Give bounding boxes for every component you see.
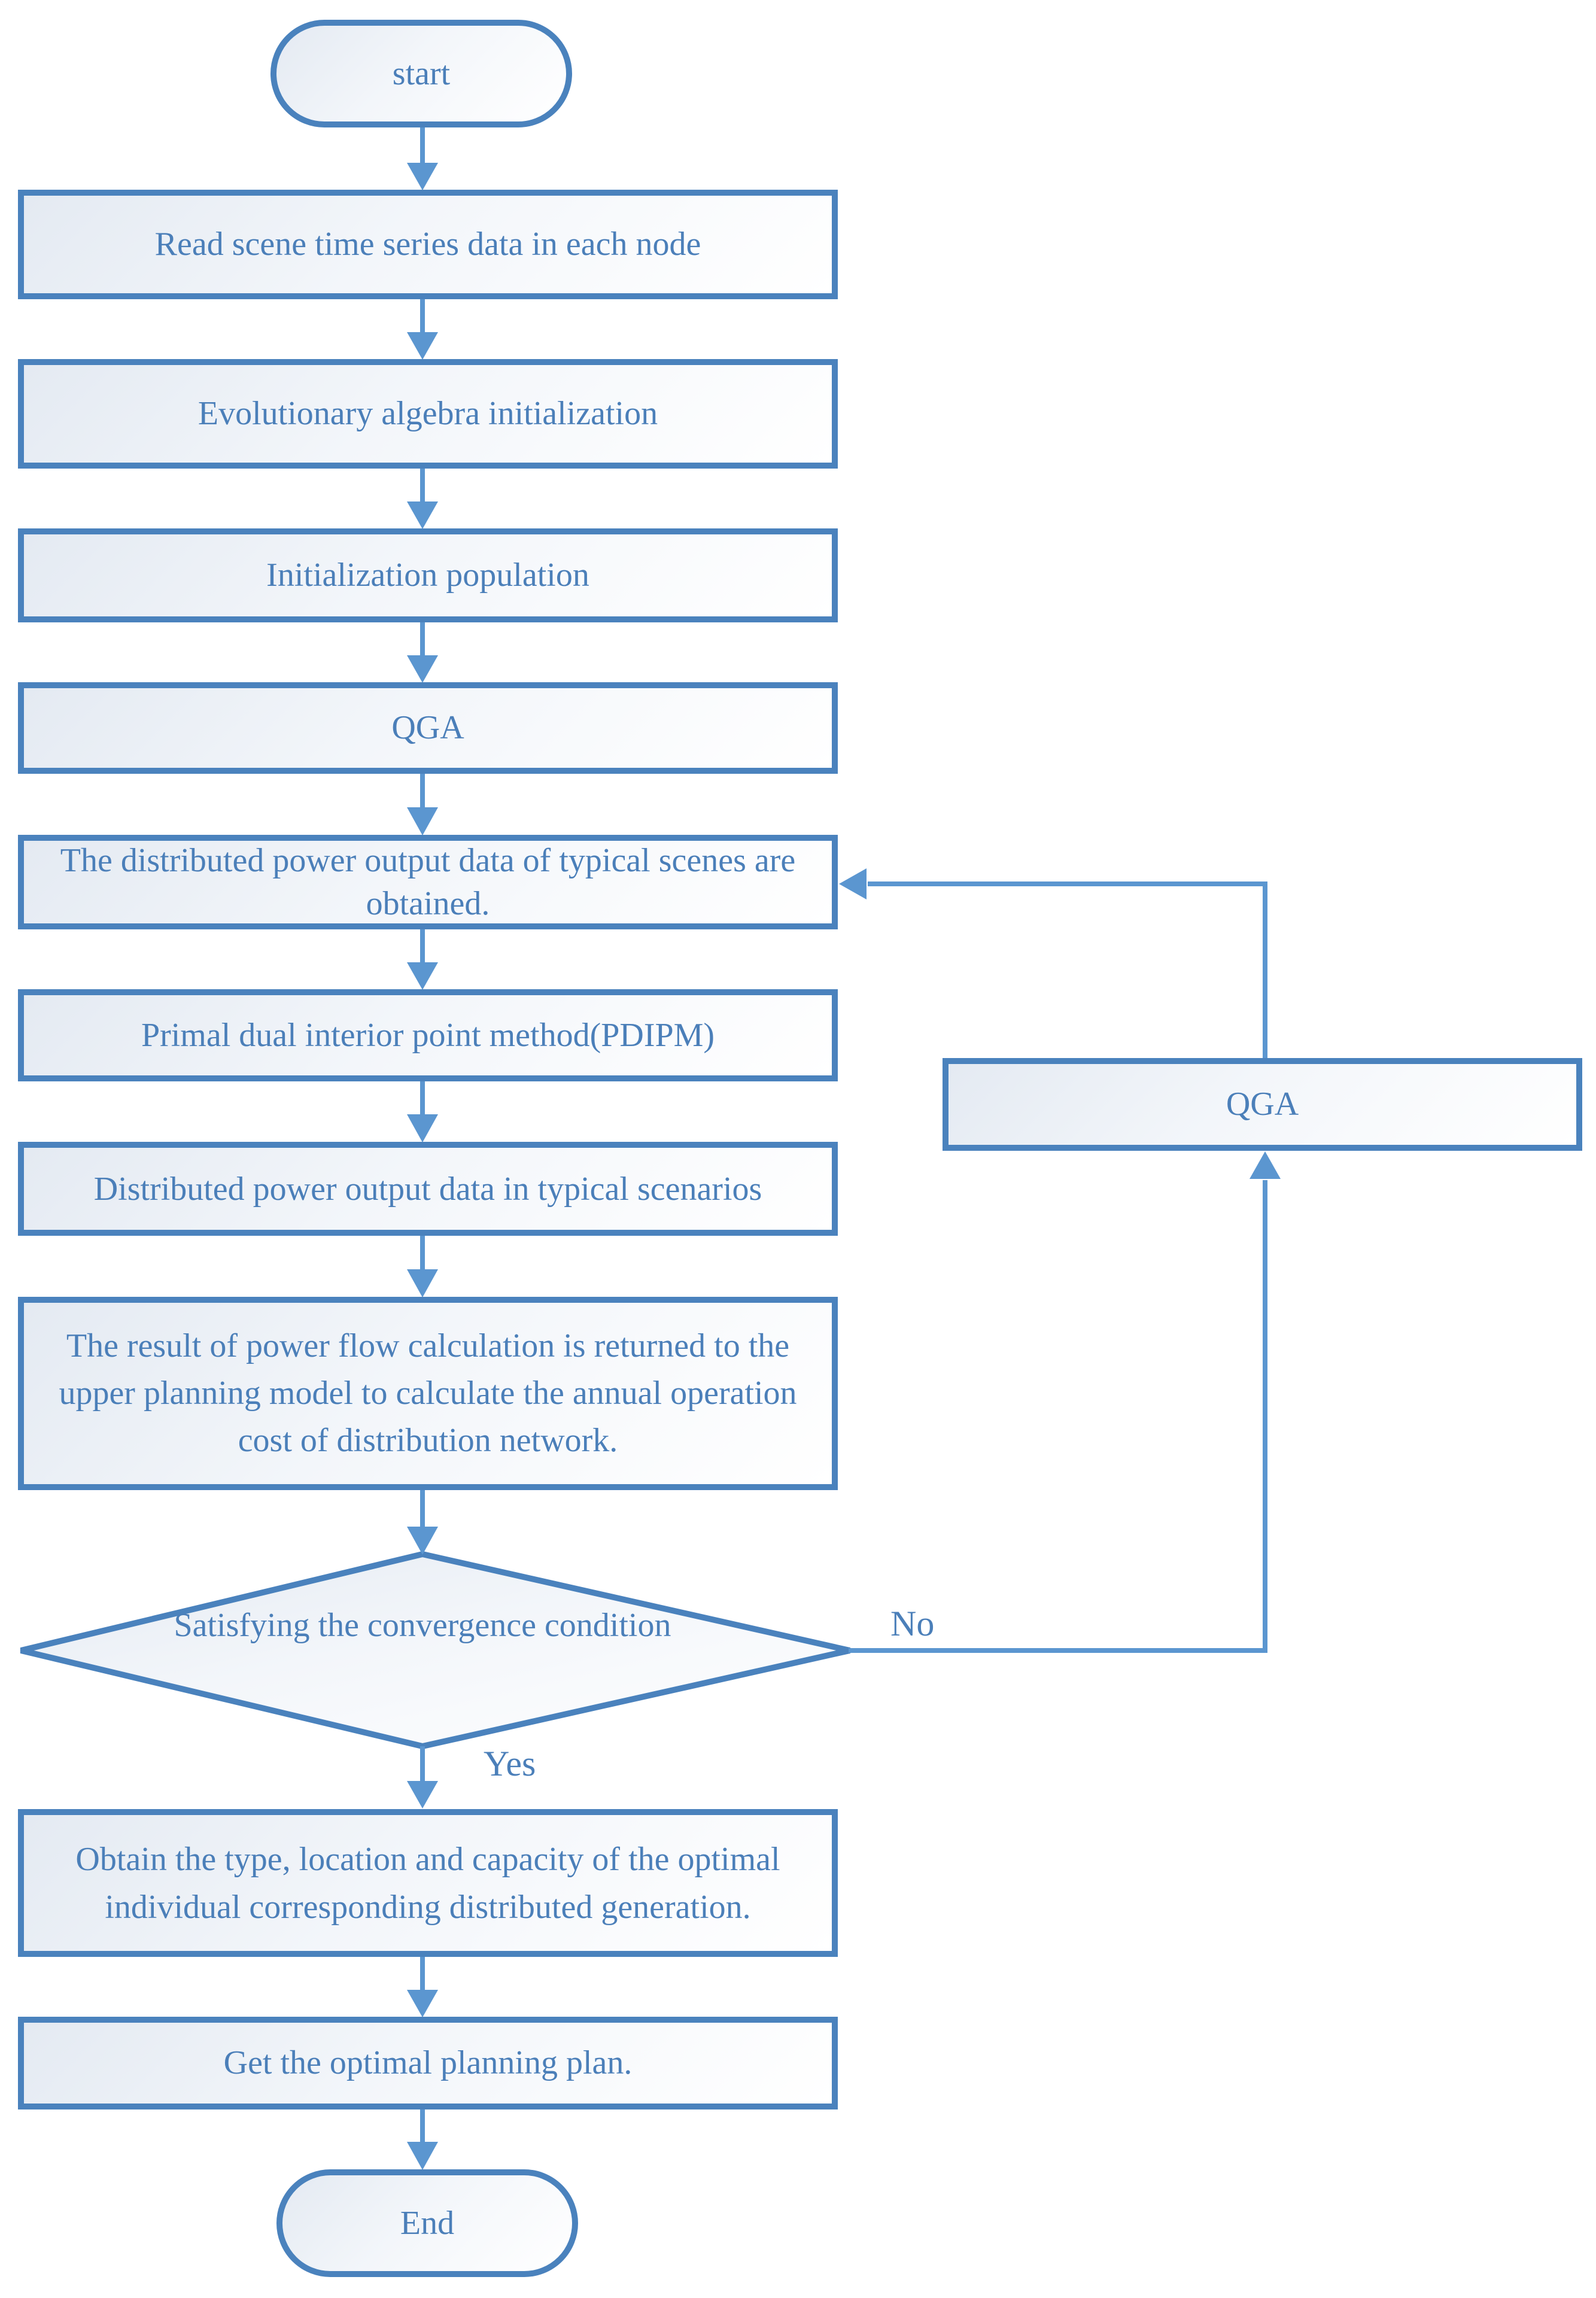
edge-decision-qgaloop-no [849,1180,1267,1653]
node-convergence-check: Satisfying the convergence condition [153,1601,692,1649]
node-init-population: Initialization population [18,528,838,622]
arrowhead [407,332,438,360]
node-power-flow-result-label: The result of power flow calculation is … [59,1327,797,1459]
node-qga-loop: QGA [943,1058,1582,1151]
node-evolution-init: Evolutionary algebra initialization [18,359,838,469]
node-typical-output: Distributed power output data in typical… [18,1142,838,1236]
arrowhead [407,1990,438,2017]
edge-label-no: No [890,1605,934,1642]
node-read-data: Read scene time series data in each node [18,190,838,299]
edge-qgaloop-scenes [868,881,1267,1058]
arrowhead [407,1527,438,1555]
node-optimal-plan: Get the optimal planning plan. [18,2017,838,2109]
edge-label-yes-text: Yes [484,1744,536,1783]
arrowhead [839,868,867,899]
node-convergence-check-label: Satisfying the convergence condition [174,1607,671,1644]
node-end-label: End [400,2204,455,2242]
node-pdipm-label: Primal dual interior point method(PDIPM) [141,1017,715,1054]
decision-diamond-shape [20,1551,851,1750]
node-end: End [276,2169,578,2277]
node-pdipm: Primal dual interior point method(PDIPM) [18,989,838,1081]
arrowhead [407,501,438,529]
node-evolution-init-label: Evolutionary algebra initialization [197,395,658,432]
node-typical-scenes: The distributed power output data of typ… [18,835,838,929]
edge-label-yes: Yes [484,1745,536,1782]
edge-label-no-text: No [890,1604,935,1643]
node-power-flow-result: The result of power flow calculation is … [18,1297,838,1490]
arrowhead [407,1269,438,1297]
node-start-label: start [392,54,451,92]
node-start: start [270,20,572,127]
arrowhead [1250,1151,1281,1179]
node-read-data-label: Read scene time series data in each node [154,226,701,263]
node-typical-output-label: Distributed power output data in typical… [93,1170,762,1208]
node-optimal-plan-label: Get the optimal planning plan. [223,2044,633,2081]
arrowhead [407,962,438,990]
node-qga-main-label: QGA [391,709,464,746]
arrowhead [407,807,438,835]
arrowhead [407,655,438,683]
node-qga-loop-label: QGA [1226,1086,1299,1123]
node-qga-main: QGA [18,682,838,774]
node-init-population-label: Initialization population [266,557,589,594]
arrowhead [407,2142,438,2170]
arrowhead [407,1781,438,1808]
arrowhead [407,1114,438,1142]
node-optimal-individual: Obtain the type, location and capacity o… [18,1809,838,1957]
arrowhead [407,163,438,190]
node-typical-scenes-label: The distributed power output data of typ… [60,842,796,922]
node-optimal-individual-label: Obtain the type, location and capacity o… [75,1840,780,1926]
